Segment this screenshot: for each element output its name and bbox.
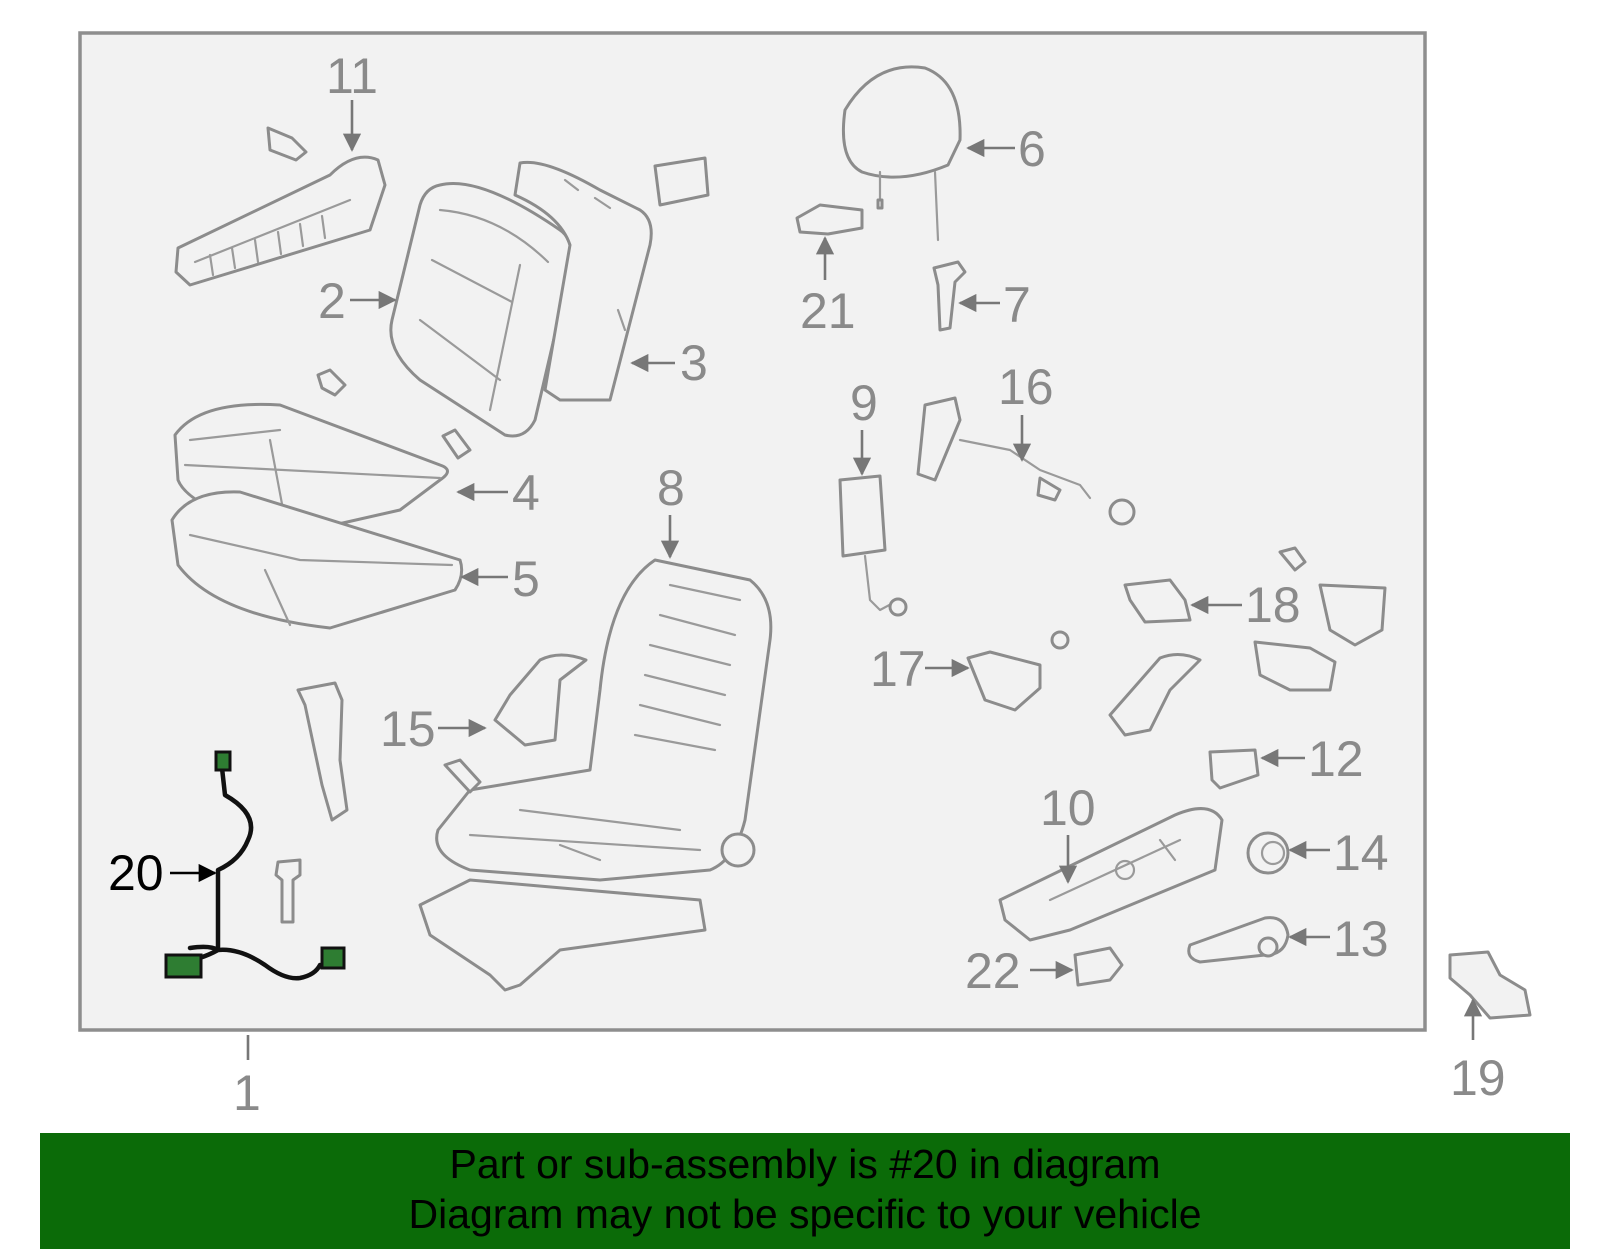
part-clip-22 bbox=[1073, 946, 1124, 987]
part-clip-12 bbox=[1208, 748, 1260, 790]
connector-left bbox=[164, 953, 203, 979]
part-screw-upper bbox=[316, 368, 472, 460]
part-side-bracket bbox=[443, 653, 588, 794]
callout-15: 15 bbox=[380, 701, 436, 757]
callout-11: 11 bbox=[326, 48, 378, 104]
banner-line-2: Diagram may not be specific to your vehi… bbox=[408, 1191, 1202, 1237]
callout-18: 18 bbox=[1245, 577, 1301, 633]
callout-2: 2 bbox=[318, 273, 346, 329]
callout-4: 4 bbox=[512, 465, 540, 521]
part-inner-cover bbox=[1108, 546, 1387, 737]
part-side-airbag bbox=[838, 474, 908, 617]
part-headrest bbox=[841, 65, 962, 242]
part-bolt-lower bbox=[274, 858, 302, 924]
connector-top bbox=[214, 750, 232, 772]
callout-3: 3 bbox=[680, 335, 708, 391]
callout-10: 10 bbox=[1040, 780, 1096, 836]
part-belt-anchor-rail bbox=[916, 396, 1136, 526]
banner-line-1: Part or sub-assembly is #20 in diagram bbox=[449, 1141, 1161, 1187]
callout-17: 17 bbox=[870, 641, 926, 697]
part-wire-harness bbox=[164, 750, 346, 981]
part-seat-cushion-pad bbox=[170, 490, 464, 630]
leader-lines bbox=[170, 100, 1483, 1060]
part-headrest-support bbox=[932, 260, 967, 332]
part-knob bbox=[1246, 831, 1290, 875]
callout-8: 8 bbox=[657, 460, 685, 516]
callout-9: 9 bbox=[850, 375, 878, 431]
part-headrest-guide bbox=[795, 203, 864, 236]
callout-19: 19 bbox=[1450, 1050, 1506, 1106]
callout-13: 13 bbox=[1333, 911, 1389, 967]
part-side-shield bbox=[174, 126, 387, 287]
callout-5: 5 bbox=[512, 551, 540, 607]
callout-14: 14 bbox=[1333, 825, 1389, 881]
callout-7: 7 bbox=[1003, 277, 1031, 333]
callout-1: 1 bbox=[233, 1065, 261, 1121]
part-seat-back-panel bbox=[513, 156, 710, 402]
part-seatbelt-buckle bbox=[296, 681, 349, 822]
info-banner: Part or sub-assembly is #20 in diagram D… bbox=[40, 1133, 1570, 1249]
callout-20-highlighted: 20 bbox=[108, 845, 164, 901]
connector-right bbox=[320, 946, 346, 970]
callout-6: 6 bbox=[1018, 121, 1046, 177]
part-outer-shield bbox=[998, 807, 1224, 942]
part-bracket-19 bbox=[1448, 950, 1532, 1020]
callout-16: 16 bbox=[998, 359, 1054, 415]
callout-22: 22 bbox=[965, 943, 1021, 999]
callout-12: 12 bbox=[1308, 731, 1364, 787]
part-lever-knob bbox=[1187, 916, 1290, 964]
part-bracket-17 bbox=[966, 630, 1070, 712]
part-seat-back-cover bbox=[389, 181, 573, 438]
part-seat-frame bbox=[418, 558, 773, 992]
callout-labels: 11 2 3 4 5 6 21 7 8 9 16 18 17 15 12 10 … bbox=[108, 48, 1506, 1121]
callout-21: 21 bbox=[800, 283, 856, 339]
